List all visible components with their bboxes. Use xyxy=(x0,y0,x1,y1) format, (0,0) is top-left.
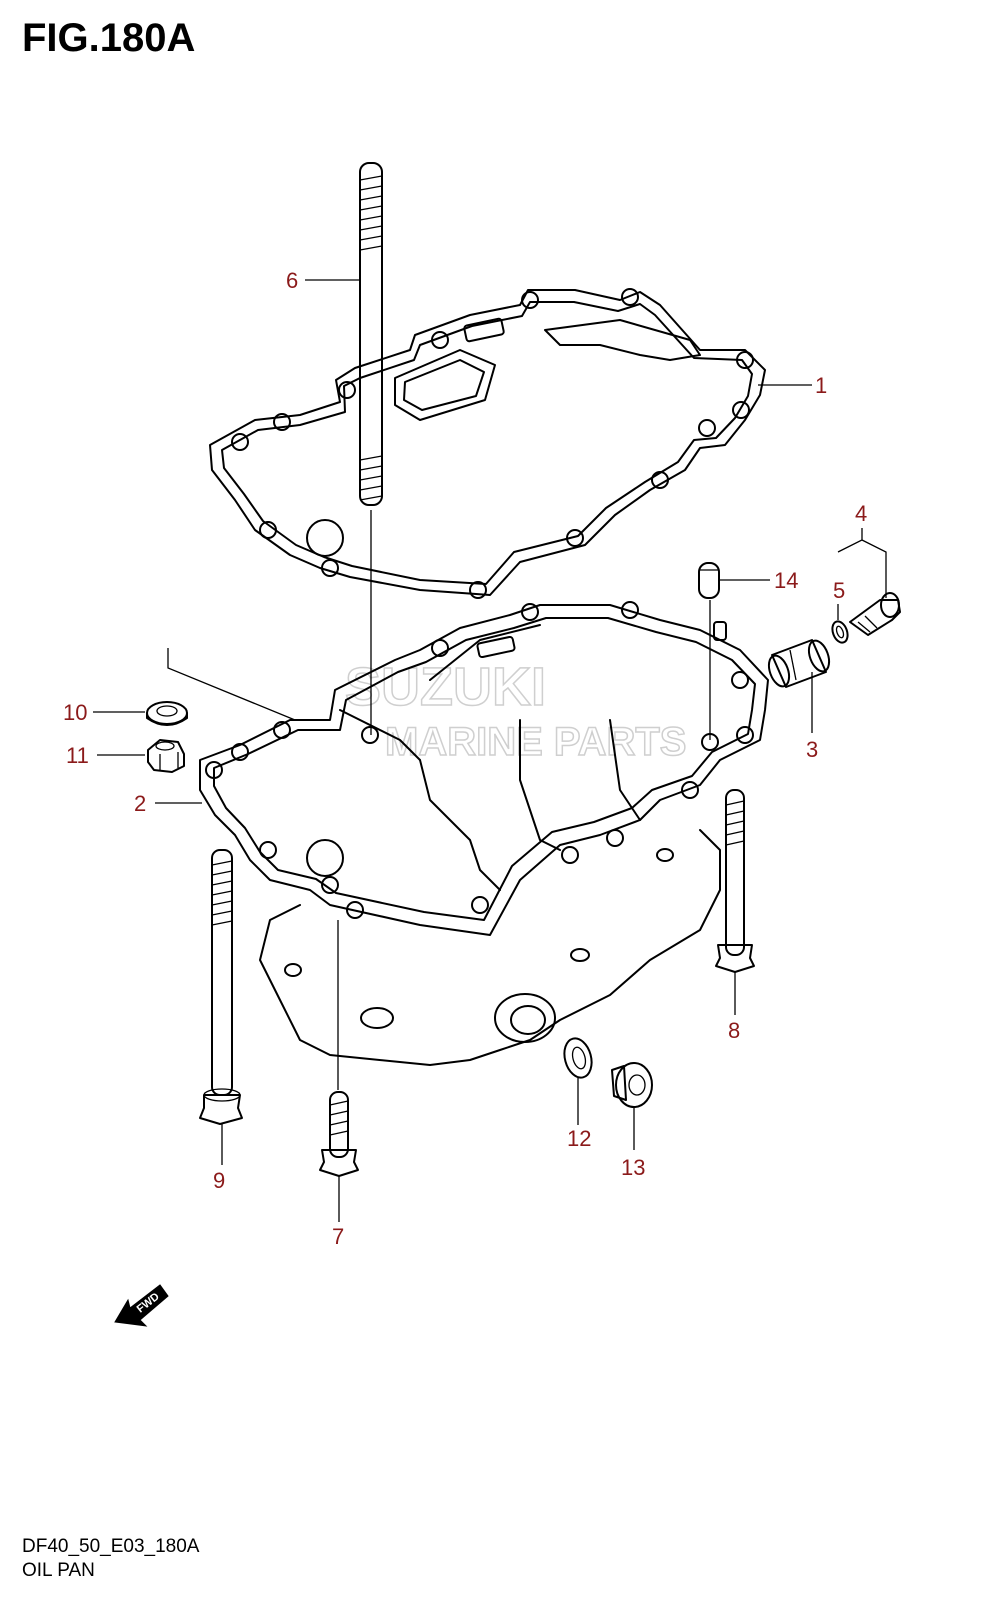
callout-10: 10 xyxy=(63,700,87,725)
part-5-o-ring xyxy=(831,620,849,644)
part-13-drain-plug xyxy=(611,1062,653,1108)
leader-lines xyxy=(93,279,887,1222)
part-9-bolt xyxy=(199,849,243,1125)
part-3-sleeve xyxy=(767,639,831,688)
watermark-line1: SUZUKI xyxy=(345,657,546,717)
part-14-dowel-pin xyxy=(698,562,720,599)
callout-7: 7 xyxy=(332,1224,344,1249)
figure-code: DF40_50_E03_180A xyxy=(22,1536,200,1557)
part-2-oil-pan xyxy=(199,601,769,1066)
callout-11: 11 xyxy=(66,743,89,768)
figure-title: FIG.180A xyxy=(22,16,196,60)
callout-14: 14 xyxy=(774,568,798,593)
figure-name: OIL PAN xyxy=(22,1560,95,1581)
assembly-lines xyxy=(337,510,711,1090)
part-6-stud xyxy=(359,162,383,506)
callout-8: 8 xyxy=(728,1018,740,1043)
callout-12: 12 xyxy=(567,1126,591,1151)
callout-5: 5 xyxy=(833,578,845,603)
part-4-sensor xyxy=(849,592,901,636)
callout-4: 4 xyxy=(855,501,867,526)
callout-numbers: 6 1 4 5 14 3 10 11 2 8 9 7 12 13 xyxy=(63,268,867,1249)
callout-6: 6 xyxy=(286,268,298,293)
part-12-washer xyxy=(563,1037,593,1079)
callout-3: 3 xyxy=(806,737,818,762)
part-7-bolt xyxy=(319,1091,359,1177)
callout-9: 9 xyxy=(213,1168,225,1193)
part-1-gasket xyxy=(209,288,766,599)
forward-arrow-icon: FWD xyxy=(114,1284,169,1327)
callout-13: 13 xyxy=(621,1155,645,1180)
part-8-bolt xyxy=(715,789,755,973)
part-10-washer xyxy=(146,701,188,726)
part-11-nut xyxy=(147,739,185,773)
watermark-line2: MARINE PARTS xyxy=(385,720,686,764)
callout-1: 1 xyxy=(815,373,827,398)
callout-2: 2 xyxy=(134,791,146,816)
